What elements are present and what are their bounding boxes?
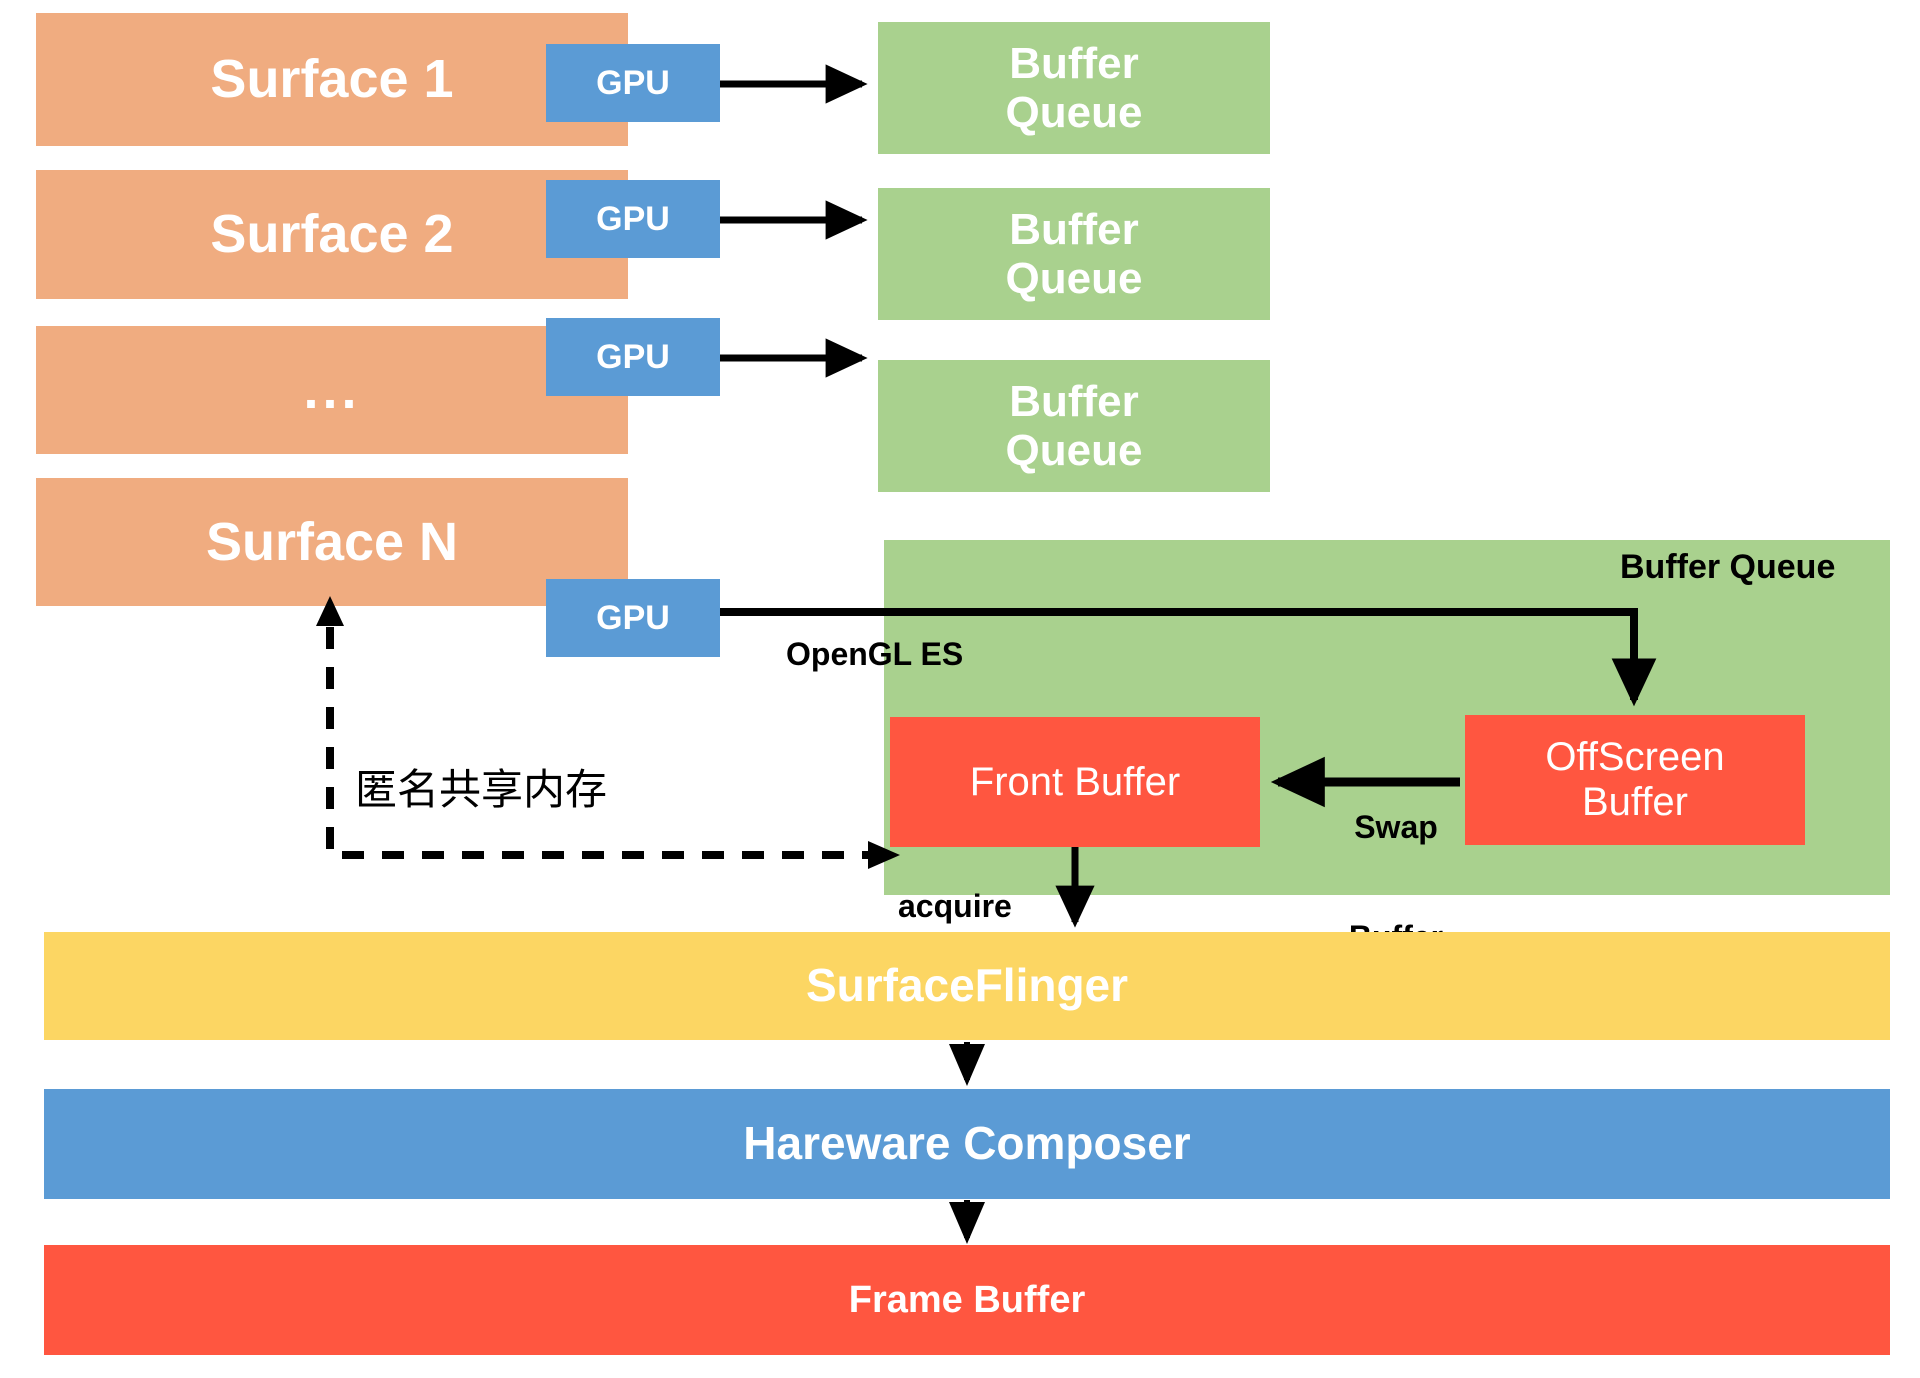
gpu-box-3: GPU — [546, 318, 720, 396]
surface-label-4: Surface N — [205, 511, 459, 572]
buffer-queue-box-3: Buffer Queue — [878, 360, 1270, 492]
gpu-label-1: GPU — [596, 63, 670, 102]
swap-buffer-line1: Swap — [1354, 808, 1438, 845]
buffer-queue-line2-2: Queue — [1005, 254, 1143, 303]
acquire-label: acquire — [898, 888, 1012, 924]
surfaceflinger-label: SurfaceFlinger — [805, 959, 1129, 1012]
surfaceflinger-bar: SurfaceFlinger — [44, 932, 1890, 1040]
frame-buffer-bar: Frame Buffer — [44, 1245, 1890, 1355]
surface-box-n: Surface N — [36, 478, 628, 606]
front-buffer-label: Front Buffer — [969, 759, 1181, 804]
hardware-composer-label: Hareware Composer — [743, 1117, 1191, 1170]
buffer-queue-line2-1: Queue — [1005, 88, 1143, 137]
gpu-box-2: GPU — [546, 180, 720, 258]
shared-memory-label: 匿名共享内存 — [355, 765, 608, 814]
buffer-queue-line1-3: Buffer — [1009, 376, 1139, 426]
buffer-queue-line1-2: Buffer — [1009, 204, 1139, 254]
surface-label-2: Surface 2 — [210, 204, 454, 265]
hardware-composer-bar: Hareware Composer — [44, 1089, 1890, 1199]
frame-buffer-label: Frame Buffer — [848, 1278, 1086, 1321]
offscreen-buffer-line1: OffScreen — [1545, 735, 1725, 780]
gpu-label-2: GPU — [596, 199, 670, 238]
surface-box-2: Surface 2 — [36, 170, 628, 299]
offscreen-buffer-line2: Buffer — [1582, 780, 1688, 824]
front-buffer-box: Front Buffer — [890, 717, 1260, 847]
buffer-queue-line1-1: Buffer — [1009, 38, 1139, 88]
gpu-label-4: GPU — [596, 598, 670, 637]
buffer-queue-line2-3: Queue — [1005, 426, 1143, 475]
gpu-box-1: GPU — [546, 44, 720, 122]
buffer-queue-box-1: Buffer Queue — [878, 22, 1270, 154]
offscreen-buffer-box: OffScreen Buffer — [1465, 715, 1805, 845]
gpu-box-4: GPU — [546, 579, 720, 657]
surface-label-1: Surface 1 — [210, 49, 454, 110]
buffer-queue-box-2: Buffer Queue — [878, 188, 1270, 320]
surface-label-3: ... — [303, 359, 361, 420]
opengl-es-label: OpenGL ES — [786, 636, 964, 672]
gpu-label-3: GPU — [596, 337, 670, 376]
buffer-queue-container-label: Buffer Queue — [1620, 548, 1836, 586]
surface-box-ellipsis: ... — [36, 326, 628, 454]
surface-box-1: Surface 1 — [36, 13, 628, 146]
